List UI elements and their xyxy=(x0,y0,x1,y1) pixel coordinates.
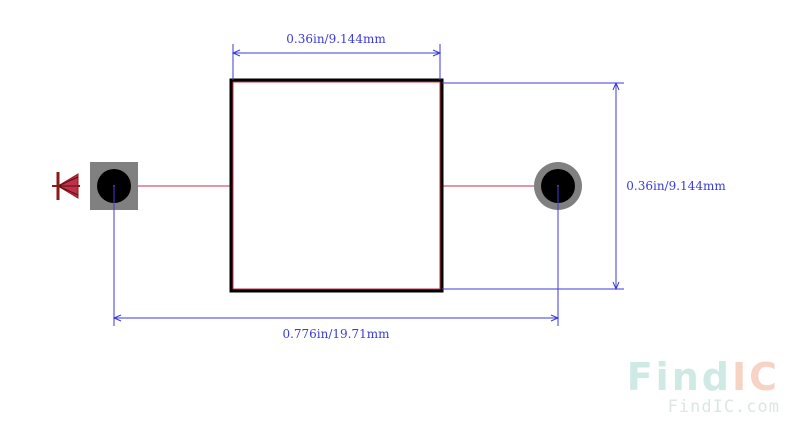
diode-symbol-icon xyxy=(52,172,80,200)
dimension-top-label: 0.36in/9.144mm xyxy=(286,32,386,46)
watermark-url: FindIC.com xyxy=(668,397,780,417)
dimension-top xyxy=(231,44,442,80)
component-body-silkscreen xyxy=(232,81,441,290)
findic-watermark: FindIC FindIC.com xyxy=(627,355,780,417)
dimension-bottom xyxy=(112,186,560,326)
watermark-logo-find: Find xyxy=(627,355,732,399)
dimension-right-label: 0.36in/9.144mm xyxy=(626,179,726,193)
component-body-outline xyxy=(229,78,444,293)
dimension-bottom-label: 0.776in/19.71mm xyxy=(282,327,390,341)
dimension-right xyxy=(442,81,624,291)
watermark-logo-ic: IC xyxy=(732,355,780,399)
watermark-logo: FindIC xyxy=(627,355,780,399)
